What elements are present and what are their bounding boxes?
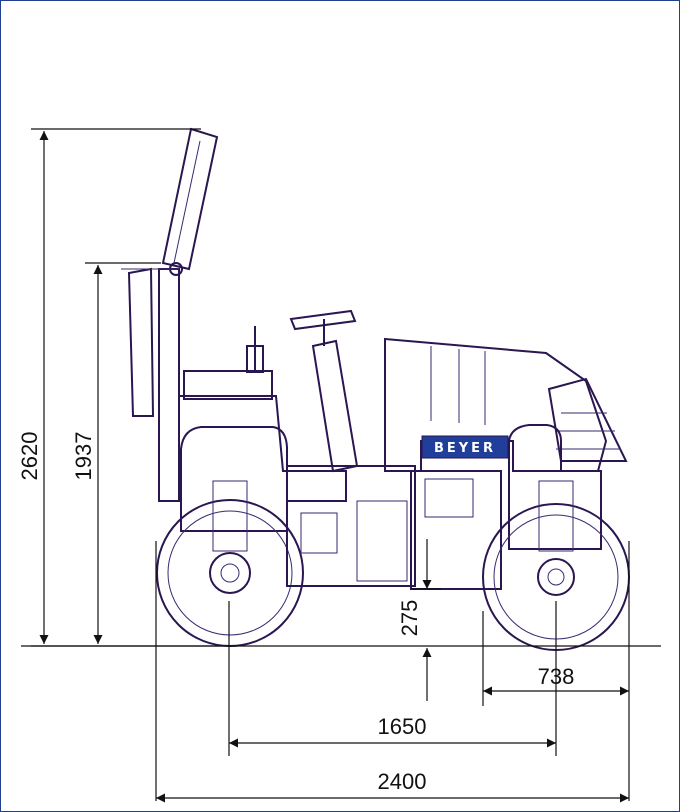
rops-upper-bar — [161, 127, 219, 271]
control-console — [183, 370, 273, 400]
rear-panel — [547, 377, 628, 462]
front-drum-frame — [180, 426, 288, 532]
ground-clearance-label: 275 — [397, 600, 422, 637]
total-height-label: 2620 — [17, 432, 42, 481]
engine-hood — [384, 337, 608, 472]
dimension-lines — [21, 131, 661, 803]
steering-column — [311, 339, 359, 473]
center-chassis — [286, 465, 416, 587]
rear-drum-frame — [508, 424, 602, 550]
engine-grille — [424, 478, 474, 518]
total-length-label: 2400 — [378, 769, 427, 794]
front-drum-hub — [209, 552, 251, 594]
folded-height-label: 1937 — [71, 432, 96, 481]
rops-folded-bar — [127, 267, 155, 417]
rear-drum-hub — [537, 558, 575, 596]
dimension-labels: 2620 1937 275 1650 2400 738 — [17, 432, 574, 794]
operator-platform — [179, 395, 347, 502]
brand-label: BEYER — [434, 441, 496, 456]
wheelbase-label: 1650 — [378, 714, 427, 739]
roller-machine: BEYER — [121, 127, 630, 651]
steering-wheel — [289, 309, 357, 331]
rops-post — [158, 268, 180, 502]
rear-overhang-label: 738 — [538, 664, 575, 689]
extension-lines — [31, 128, 630, 801]
front-drum — [156, 499, 304, 647]
